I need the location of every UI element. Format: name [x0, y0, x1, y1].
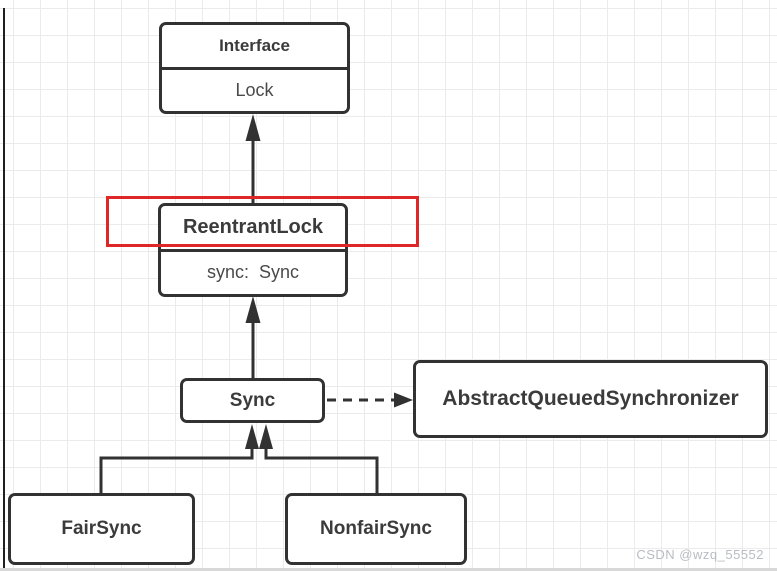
class-name-label: NonfairSync [320, 518, 432, 539]
class-name-label: FairSync [61, 518, 142, 539]
class-node-abstractqueuedsynchronizer: AbstractQueuedSynchronizer [413, 360, 768, 438]
arrow-sync-to-reentrantlock [245, 296, 261, 380]
red-highlight-rectangle [106, 196, 419, 247]
arrow-fairsync-to-sync [99, 424, 259, 495]
class-node-nonfairsync: NonfairSync [285, 493, 467, 565]
arrow-nonfairsync-to-sync [259, 424, 379, 495]
left-border-line [3, 8, 5, 571]
class-name-label: Lock [235, 79, 274, 100]
class-node-reentrantlock: ReentrantLock sync: Sync [158, 203, 348, 297]
class-node-sync: Sync [180, 378, 325, 423]
csdn-watermark: CSDN @wzq_55552 [636, 547, 764, 562]
class-name-label: AbstractQueuedSynchronizer [442, 387, 739, 410]
class-name-label: Sync [229, 389, 276, 411]
class-node-fairsync: FairSync [8, 493, 195, 565]
class-node-lock-interface: Interface Lock [159, 22, 350, 114]
arrow-sync-to-aqs [327, 392, 413, 408]
class-stereotype-label: Interface [162, 25, 347, 70]
arrow-reentrantlock-to-lock [245, 114, 261, 205]
class-name-label: ReentrantLock [161, 206, 345, 252]
bottom-border-strip [0, 568, 777, 571]
class-field-label: sync: Sync [206, 262, 300, 283]
